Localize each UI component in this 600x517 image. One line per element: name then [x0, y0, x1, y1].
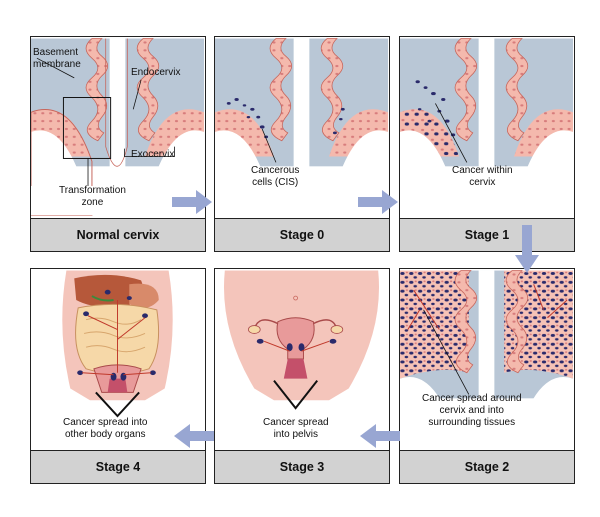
arrow-stage1-to-stage2 [515, 225, 539, 273]
stage-2-illustration [400, 270, 573, 448]
annotation-basement-membrane: Basement membrane [33, 47, 81, 70]
panel-title-stage-1: Stage 1 [400, 218, 574, 251]
annotation-cancer-spread-pelvis: Cancer spread into pelvis [263, 417, 329, 440]
stage-3-illustration [223, 270, 380, 410]
annotation-endocervix: Endocervix [131, 67, 181, 78]
arrow-stage2-to-stage3 [360, 424, 400, 448]
normal-cervix-illustration [31, 38, 204, 216]
panel-normal-cervix: Basement membrane Endocervix Exocervix T… [30, 36, 206, 252]
stage-4-illustration [62, 270, 173, 418]
panel-title-normal-cervix: Normal cervix [31, 218, 205, 251]
panel-stage-0: Cancerous cells (CIS) Stage 0 [214, 36, 390, 252]
panel-title-stage-0: Stage 0 [215, 218, 389, 251]
panel-title-stage-2: Stage 2 [400, 450, 574, 483]
panel-stage-4: Cancer spread into other body organs Sta… [30, 268, 206, 484]
panel-title-stage-3: Stage 3 [215, 450, 389, 483]
annotation-cancerous-cells: Cancerous cells (CIS) [251, 165, 300, 188]
annotation-transformation-zone: Transformation zone [59, 185, 126, 208]
arrow-stage0-to-stage1 [358, 190, 398, 214]
panel-stage-1: Cancer within cervix Stage 1 [399, 36, 575, 252]
annotation-cancer-spread-surrounding: Cancer spread around cervix and into sur… [422, 393, 522, 428]
arrow-stage3-to-stage4 [174, 424, 214, 448]
annotation-exocervix: Exocervix [131, 149, 175, 160]
panel-stage-3: Cancer spread into pelvis Stage 3 [214, 268, 390, 484]
annotation-cancer-within-cervix: Cancer within cervix [452, 165, 513, 188]
stage-1-illustration [400, 38, 573, 216]
panel-stage-2: Cancer spread around cervix and into sur… [399, 268, 575, 484]
arrow-normal-to-stage0 [172, 190, 212, 214]
panel-title-stage-4: Stage 4 [31, 450, 205, 483]
annotation-cancer-spread-organs: Cancer spread into other body organs [63, 417, 148, 440]
